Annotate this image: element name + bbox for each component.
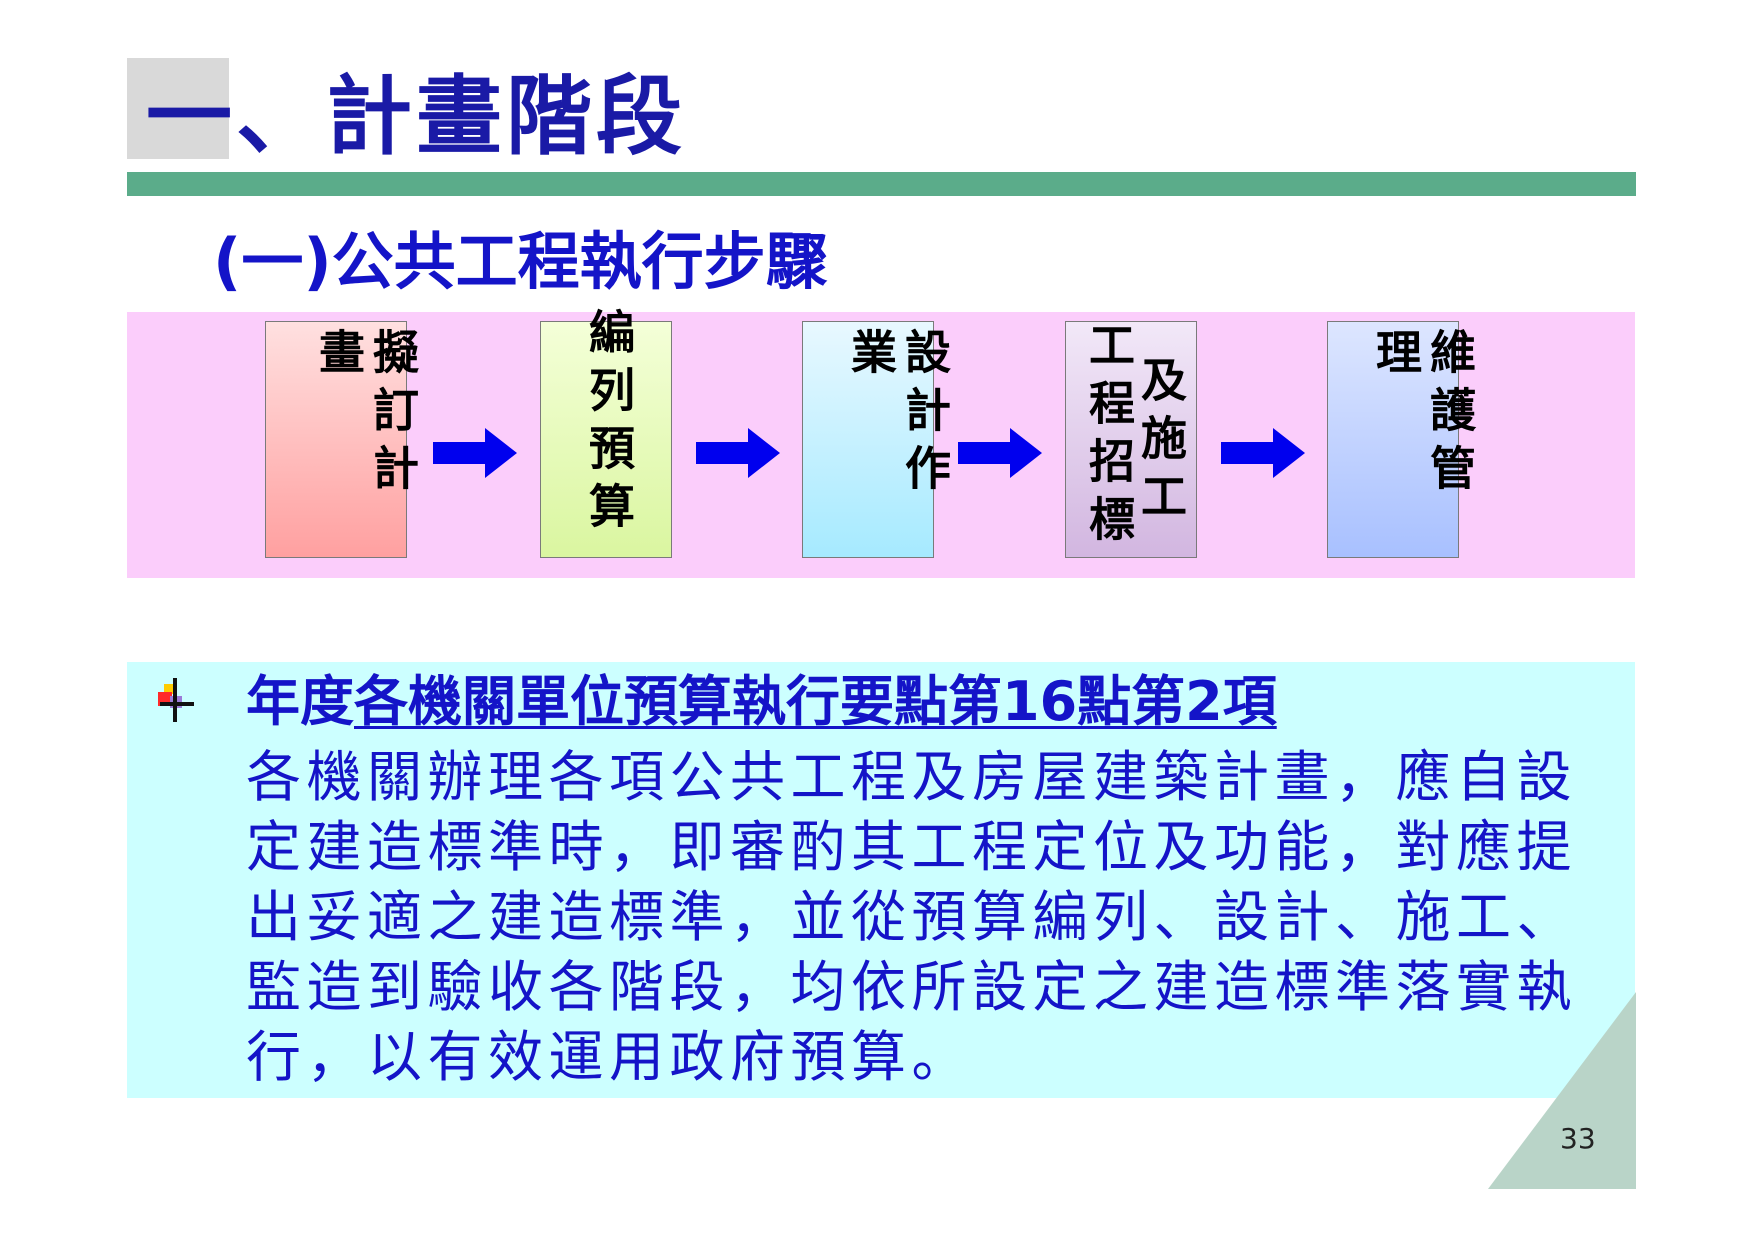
regulation-heading-part1: 年度 xyxy=(246,670,354,733)
step-plan: 擬訂計畫 xyxy=(265,321,420,558)
body-line-5: 行，以有效運用政府預算。 xyxy=(246,1025,973,1089)
step-tender-label-a: 工程招標 xyxy=(1082,321,1136,553)
regulation-heading: 年度各機關單位預算執行要點第16點第2項 xyxy=(246,668,1277,736)
body-line-3: 出妥適之建造標準，並從預算編列、設計、施工、 xyxy=(246,885,1578,949)
arrow-right-icon xyxy=(696,428,780,478)
title-divider xyxy=(127,172,1636,196)
regulation-heading-part3: 執行要點第16點第2項 xyxy=(732,670,1277,733)
step-tender-label-b: 及施工 xyxy=(1134,356,1188,530)
regulation-heading-part2: 各機關單位預算 xyxy=(354,670,732,733)
step-tender: 工程招標 及施工 xyxy=(1065,321,1197,558)
content-band xyxy=(127,662,1635,1098)
step-maintain-label: 維護管理 xyxy=(1369,328,1477,502)
section-subtitle: (一)公共工程執行步驟 xyxy=(213,225,828,298)
arrow-right-icon xyxy=(433,428,517,478)
body-line-2: 定建造標準時，即審酌其工程定位及功能，對應提 xyxy=(246,815,1578,879)
step-plan-label: 擬訂計畫 xyxy=(312,328,420,502)
arrow-right-icon xyxy=(1221,428,1305,478)
corner-triangle xyxy=(1488,992,1636,1189)
bullet-icon xyxy=(158,678,194,722)
title-highlight-box xyxy=(127,58,229,159)
body-line-4: 監造到驗收各階段，均依所設定之建造標準落實執 xyxy=(246,955,1578,1019)
step-design: 設計作業 xyxy=(802,321,952,558)
page-number: 33 xyxy=(1560,1122,1596,1155)
step-design-label: 設計作業 xyxy=(844,328,952,502)
body-line-1: 各機關辦理各項公共工程及房屋建築計畫，應自設 xyxy=(246,745,1578,809)
page-title: 一、計畫階段 xyxy=(146,67,686,167)
arrow-right-icon xyxy=(958,428,1042,478)
step-maintain: 維護管理 xyxy=(1327,321,1477,558)
step-budget: 編列預算 xyxy=(540,308,672,558)
step-budget-label: 編列預算 xyxy=(582,308,636,540)
